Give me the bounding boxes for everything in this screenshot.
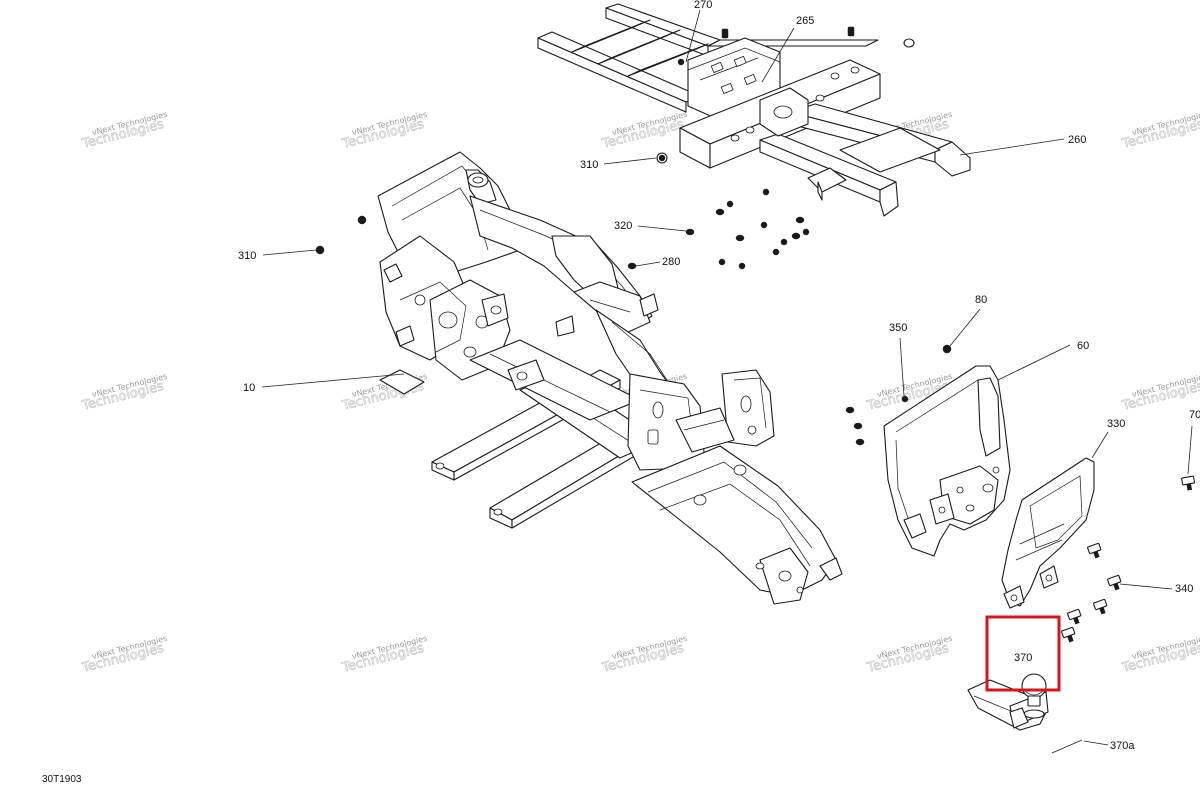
watermark: Technologies vNext Technologies <box>599 634 688 677</box>
watermark: Technologies vNext Technologies <box>79 110 168 153</box>
callout-270: 270 <box>694 0 712 11</box>
callout-330: 330 <box>1107 418 1125 430</box>
main-frame-drawing <box>377 151 843 605</box>
callout-70: 70 <box>1189 409 1200 421</box>
watermark: Technologies vNext Technologies <box>1119 110 1200 153</box>
leader-lines <box>261 9 1193 754</box>
watermark: Technologies vNext Technologies <box>79 634 168 677</box>
watermark: Technologies vNext Technologies <box>339 634 428 677</box>
callout-60: 60 <box>1077 340 1089 352</box>
hitch-ball-drawing <box>967 673 1049 731</box>
highlight-box <box>985 615 1061 692</box>
callout-260: 260 <box>1068 134 1086 146</box>
watermark: Technologies vNext Technologies <box>339 110 428 153</box>
callout-310: 310 <box>238 250 256 262</box>
hitch-bracket-drawing <box>845 344 1011 557</box>
callout-350: 350 <box>889 322 907 334</box>
nuts-drawing <box>315 152 810 270</box>
watermark: Technologies vNext Technologies <box>1119 372 1200 415</box>
callout-340: 340 <box>1175 583 1193 595</box>
callout-80: 80 <box>975 294 987 306</box>
watermark: Technologies vNext Technologies <box>599 110 688 153</box>
watermark: Technologies vNext Technologies <box>79 372 168 415</box>
callout-310: 310 <box>580 159 598 171</box>
watermark: Technologies vNext Technologies <box>864 634 953 677</box>
callout-280: 280 <box>662 256 680 268</box>
callout-265: 265 <box>796 15 814 27</box>
bolts-drawing <box>1061 475 1195 643</box>
callout-370: 370 <box>1014 652 1032 664</box>
callout-10: 10 <box>243 382 255 394</box>
callout-labels: 270 265 260 310 310 320 280 10 80 350 60… <box>238 0 1200 752</box>
callout-370a: 370a <box>1110 740 1135 752</box>
rear-subframe-drawing <box>537 3 971 217</box>
skid-plate-drawing <box>1001 457 1095 609</box>
figure-id: 30T1903 <box>42 774 82 785</box>
watermark: Technologies vNext Technologies <box>1119 634 1200 677</box>
callout-320: 320 <box>614 220 632 232</box>
